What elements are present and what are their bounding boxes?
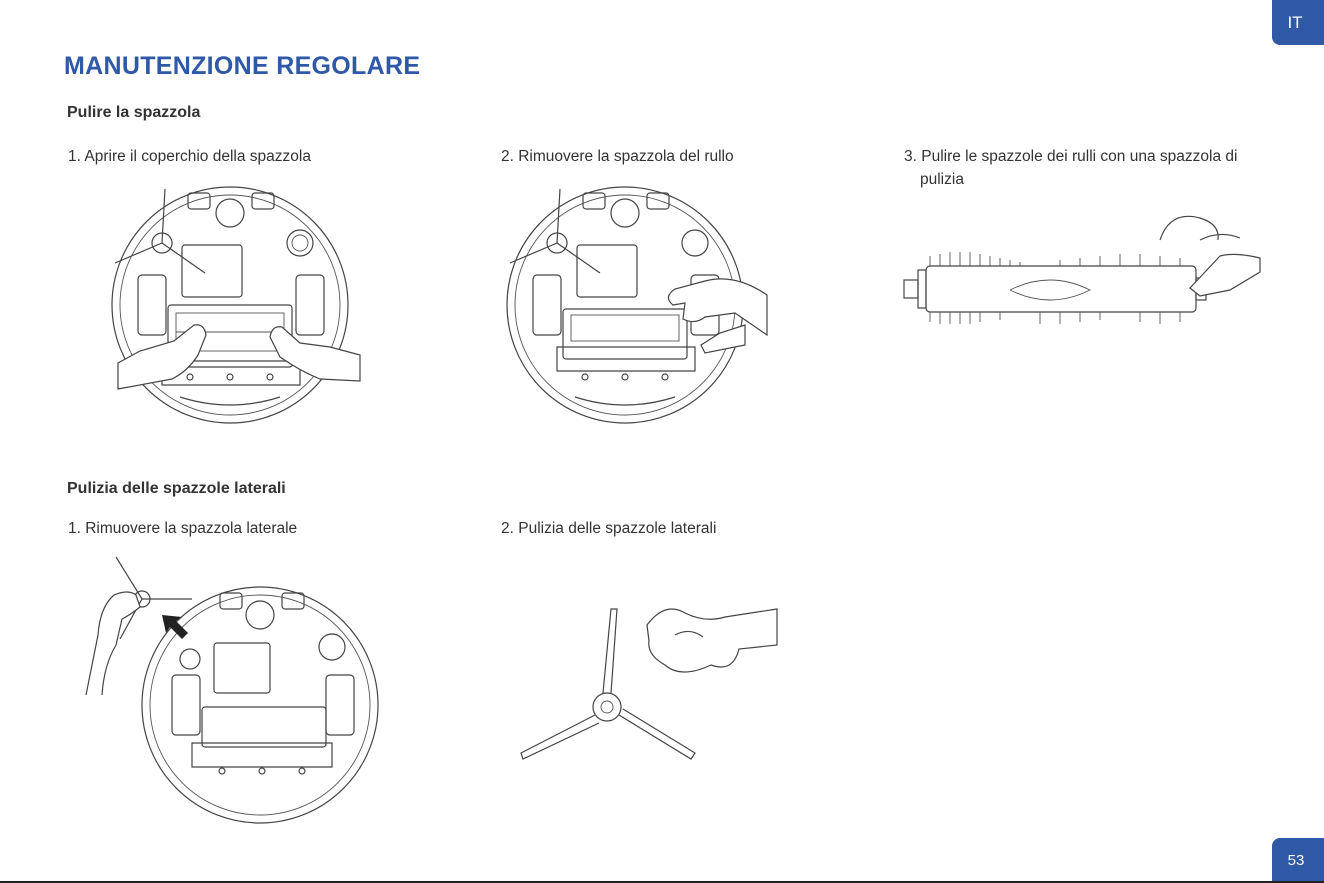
step-clean-roller-cont: pulizia	[920, 168, 964, 191]
robot-bottom-remove-side-brush-illustration	[80, 555, 390, 825]
step-remove-side-brush: 1. Rimuovere la spazzola laterale	[68, 517, 297, 540]
roller-brush-cleaning-illustration	[900, 200, 1265, 330]
side-brush-cleaning-illustration	[515, 595, 780, 770]
section-heading-side-brush: Pulizia delle spazzole laterali	[67, 480, 286, 498]
robot-bottom-open-cover-illustration	[110, 185, 370, 430]
step-open-cover: 1. Aprire il coperchio della spazzola	[68, 145, 311, 168]
step-clean-side-brush: 2. Pulizia delle spazzole laterali	[501, 517, 716, 540]
step-clean-roller: 3. Pulire le spazzole dei rulli con una …	[904, 145, 1237, 168]
page-number: 53	[1272, 838, 1324, 883]
step-remove-roller: 2. Rimuovere la spazzola del rullo	[501, 145, 734, 168]
page-title: MANUTENZIONE REGOLARE	[64, 52, 420, 81]
section-heading-brush: Pulire la spazzola	[67, 104, 200, 122]
robot-bottom-remove-roller-illustration	[505, 185, 770, 430]
language-tab: IT	[1272, 0, 1324, 45]
